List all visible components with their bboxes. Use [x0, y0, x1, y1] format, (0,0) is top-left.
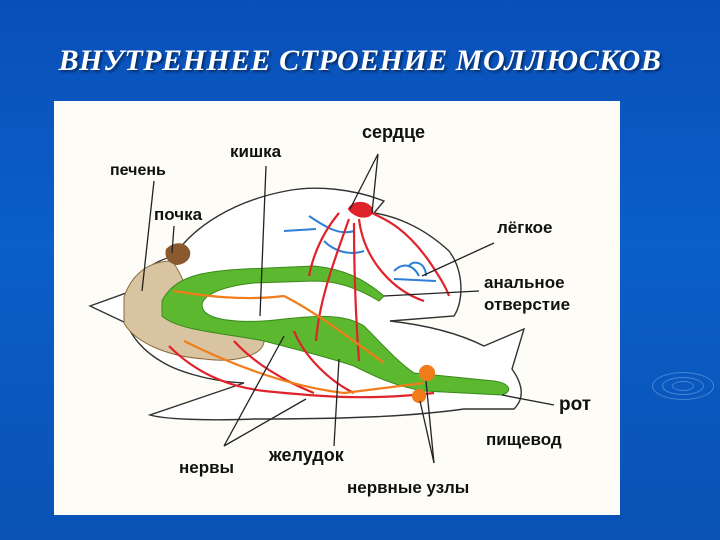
label-intestine: кишка: [230, 142, 282, 161]
label-stomach: желудок: [269, 445, 344, 465]
ganglion: [418, 364, 436, 382]
ganglion: [411, 388, 427, 404]
label-esophagus: пищевод: [486, 430, 562, 449]
label-ganglia: нервные узлы: [347, 478, 470, 497]
label-mouth: рот: [559, 394, 592, 415]
lung-vessels: [283, 215, 437, 282]
label-anus-line1: анальное: [484, 273, 565, 292]
body-outline: [88, 187, 526, 421]
label-kidney: почка: [154, 205, 203, 224]
label-heart: сердце: [362, 122, 426, 142]
blood-vessels: [168, 201, 451, 399]
diagram-panel: сердце кишка печень почка лёгкое анально…: [54, 101, 620, 515]
label-lung: лёгкое: [497, 218, 553, 237]
nerve-cords: [173, 289, 436, 404]
label-pointers: [141, 153, 555, 464]
digestive-tract: [161, 265, 510, 396]
label-nerves: нервы: [179, 458, 235, 477]
label-liver: печень: [110, 162, 166, 179]
label-anus-line2: отверстие: [484, 295, 571, 314]
mollusk-diagram: [88, 153, 555, 464]
slide-title: ВНУТРЕННЕЕ СТРОЕНИЕ МОЛЛЮСКОВ: [58, 44, 662, 77]
